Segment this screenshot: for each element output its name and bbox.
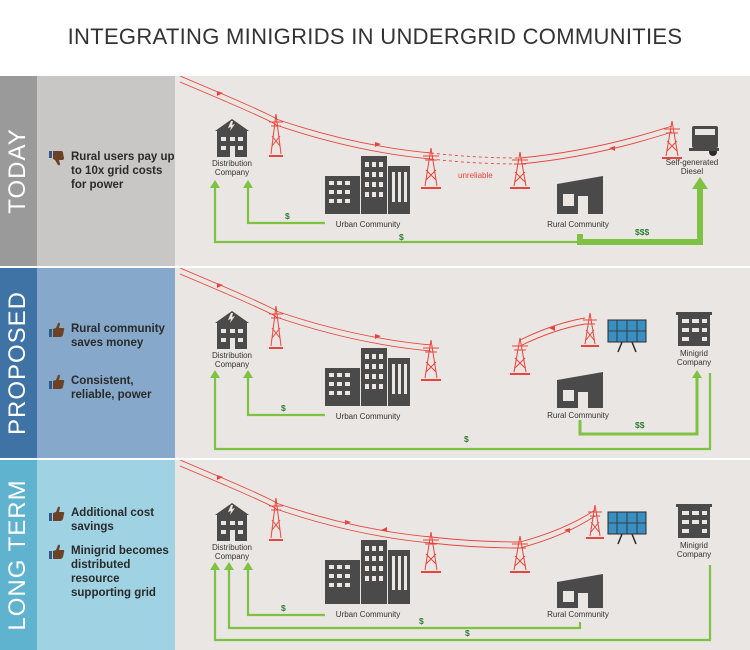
solar-panel-icon <box>607 511 647 545</box>
rural-community-house <box>557 372 603 408</box>
flow-arrowheads <box>217 283 555 339</box>
money-label: $ <box>285 211 290 221</box>
diagram-svg: Distribution Company Urban Community <box>179 268 712 451</box>
thumbs-down-icon <box>49 151 64 166</box>
notes-panel: Additional cost savings Minigrid becomes… <box>37 460 175 650</box>
note-text: Rural community saves money <box>71 323 165 349</box>
row-band: TODAY <box>0 76 37 266</box>
urban-label: Urban Community <box>336 412 400 421</box>
money-label: $ <box>281 403 286 413</box>
transmission-tower <box>269 305 283 349</box>
distribution-company-building <box>215 119 249 157</box>
money-label: $ <box>465 628 470 638</box>
diagram-today: unreliable Distribution Company <box>175 76 750 266</box>
distribution-label: Company <box>215 360 249 369</box>
minigrid-company-building <box>676 504 712 538</box>
notes-panel: Rural community saves money Consistent, … <box>37 268 175 458</box>
note-text: Minigrid becomes distributed resource su… <box>71 545 169 599</box>
urban-community-buildings <box>325 156 410 214</box>
money-flow-arrows <box>213 565 712 642</box>
money-label: $$$ <box>635 227 649 237</box>
money-flow-arrows <box>213 186 703 245</box>
page-title: INTEGRATING MINIGRIDS IN UNDERGRID COMMU… <box>67 24 683 49</box>
note-text: Consistent, reliable, power <box>71 375 152 401</box>
distribution-company-building <box>215 311 249 349</box>
row-today: TODAY Rural users pay up to 10x grid cos… <box>0 76 750 266</box>
money-arrowheads <box>210 370 702 378</box>
transmission-tower <box>421 531 441 573</box>
money-arrowheads <box>210 177 708 189</box>
distribution-label: Distribution <box>212 351 252 360</box>
note-text: Rural users pay up to 10x grid costs for… <box>71 151 175 191</box>
thumbs-up-icon <box>49 322 65 337</box>
row-band: PROPOSED <box>0 268 37 458</box>
distribution-label: Distribution <box>212 159 252 168</box>
distribution-label: Company <box>215 552 249 561</box>
thumbs-up-icon <box>49 506 65 521</box>
row-label: LONG TERM <box>4 479 31 631</box>
note-text: Additional cost savings <box>71 507 155 533</box>
row-label: TODAY <box>4 128 31 214</box>
transmission-tower <box>586 504 604 539</box>
transmission-tower <box>510 337 530 375</box>
money-label: $ <box>399 232 404 242</box>
diagram-svg: Distribution Company Urban Community <box>179 460 712 642</box>
money-arrowheads <box>210 562 253 570</box>
thumbs-up-icon <box>49 544 65 559</box>
urban-label: Urban Community <box>336 220 400 229</box>
money-flow-arrows <box>213 373 712 451</box>
distribution-label: Company <box>215 168 249 177</box>
distribution-label: Distribution <box>212 543 252 552</box>
money-label: $ <box>419 616 424 626</box>
transmission-tower <box>581 312 599 347</box>
diagram-long-term: Distribution Company Urban Community <box>175 460 750 650</box>
right-label: Minigrid <box>680 541 708 550</box>
right-label: Company <box>677 550 711 559</box>
unreliable-label: unreliable <box>458 171 493 180</box>
diesel-generator-icon <box>689 126 719 156</box>
row-band: LONG TERM <box>0 460 37 650</box>
rural-label: Rural Community <box>547 610 609 619</box>
flow-arrowheads <box>217 475 570 533</box>
row-long-term: LONG TERM Additional cost savings Minigr… <box>0 460 750 650</box>
transmission-tower <box>269 113 283 157</box>
notes-panel: Rural users pay up to 10x grid costs for… <box>37 76 175 266</box>
distribution-company-building <box>215 503 249 541</box>
urban-label: Urban Community <box>336 610 400 619</box>
transmission-tower <box>421 147 441 189</box>
money-label: $$ <box>635 420 645 430</box>
rural-community-house <box>557 574 603 608</box>
transmission-tower <box>510 535 530 573</box>
flow-arrowheads <box>217 91 615 151</box>
right-label: Company <box>677 358 711 367</box>
transmission-tower <box>510 151 530 189</box>
solar-panel-icon <box>607 319 647 353</box>
row-label: PROPOSED <box>4 290 31 436</box>
power-lines <box>179 76 673 165</box>
right-label: Minigrid <box>680 349 708 358</box>
diagram-proposed: Distribution Company Urban Community <box>175 268 750 458</box>
thumbs-up-icon <box>49 374 65 389</box>
transmission-tower <box>662 120 682 159</box>
transmission-tower <box>269 497 283 541</box>
minigrid-company-building <box>676 312 712 346</box>
urban-community-buildings <box>325 348 410 406</box>
rural-community-house <box>557 176 603 214</box>
urban-community-buildings <box>325 540 410 604</box>
right-label: Diesel <box>681 167 703 176</box>
right-label: Self-generated <box>666 158 718 167</box>
money-label: $ <box>464 434 469 444</box>
transmission-tower <box>421 339 441 381</box>
rural-label: Rural Community <box>547 411 609 420</box>
diagram-svg: unreliable Distribution Company <box>179 76 719 245</box>
rural-label: Rural Community <box>547 220 609 229</box>
row-proposed: PROPOSED Rural community saves money Con… <box>0 268 750 458</box>
money-label: $ <box>281 603 286 613</box>
